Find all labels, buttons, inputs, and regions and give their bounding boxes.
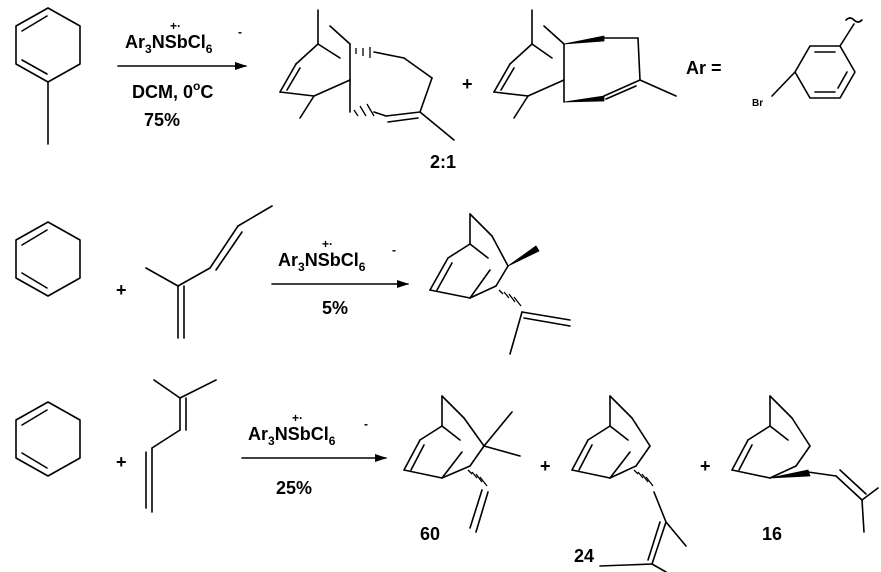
ratio-label-3a: 60 [420, 524, 440, 544]
svg-text:Ar3NSbCl6: Ar3NSbCl6 [125, 32, 213, 56]
plus-sign-reaction-3: + [116, 452, 127, 472]
reactant-3-diene [145, 379, 217, 513]
plus-sign-product-1: + [462, 74, 473, 94]
plus-sign-reaction-2: + [116, 280, 127, 300]
svg-text:DCM, 0oC: DCM, 0oC [132, 79, 213, 102]
svg-text:-: - [364, 417, 368, 431]
svg-text:Ar3NSbCl6: Ar3NSbCl6 [248, 424, 336, 448]
product-3b-structure [571, 395, 687, 572]
yield-label-2: 5% [322, 298, 348, 318]
reagent-label-3: Ar3NSbCl6 +· - [248, 411, 368, 448]
plus-sign-product-3a: + [540, 456, 551, 476]
product-3a-structure [403, 395, 521, 533]
svg-text:+·: +· [322, 237, 333, 251]
product-2-structure [429, 213, 571, 355]
reagent-label-1: Ar3NSbCl6 +· - [125, 19, 242, 56]
ratio-label-3b: 24 [574, 546, 594, 566]
plus-sign-product-3b: + [700, 456, 711, 476]
svg-text:Br: Br [752, 98, 763, 109]
reactant-2-cyclohexadiene [15, 221, 81, 297]
reactant-2-diene [145, 205, 273, 339]
product-1b-structure [493, 9, 677, 119]
svg-text:-: - [238, 25, 242, 39]
ar-definition: Ar = Br [686, 17, 863, 109]
reactant-1-methylcyclohexadiene [15, 7, 81, 145]
product-3c-structure [731, 395, 879, 533]
attachment-squiggle [845, 17, 863, 23]
ratio-label-3c: 16 [762, 524, 782, 544]
svg-text:+·: +· [170, 19, 181, 33]
svg-text:Ar3NSbCl6: Ar3NSbCl6 [278, 250, 366, 274]
reagent-label-2: Ar3NSbCl6 +· - [278, 237, 396, 274]
yield-label-3: 25% [276, 478, 312, 498]
svg-text:-: - [392, 243, 396, 257]
ratio-label-1: 2:1 [430, 152, 456, 172]
svg-text:Ar =: Ar = [686, 58, 722, 78]
svg-text:+·: +· [292, 411, 303, 425]
yield-label-1: 75% [144, 110, 180, 130]
conditions-label-1: DCM, 0oC [132, 79, 213, 102]
product-1a-structure [279, 9, 455, 141]
reactant-3-cyclohexadiene [15, 401, 81, 477]
